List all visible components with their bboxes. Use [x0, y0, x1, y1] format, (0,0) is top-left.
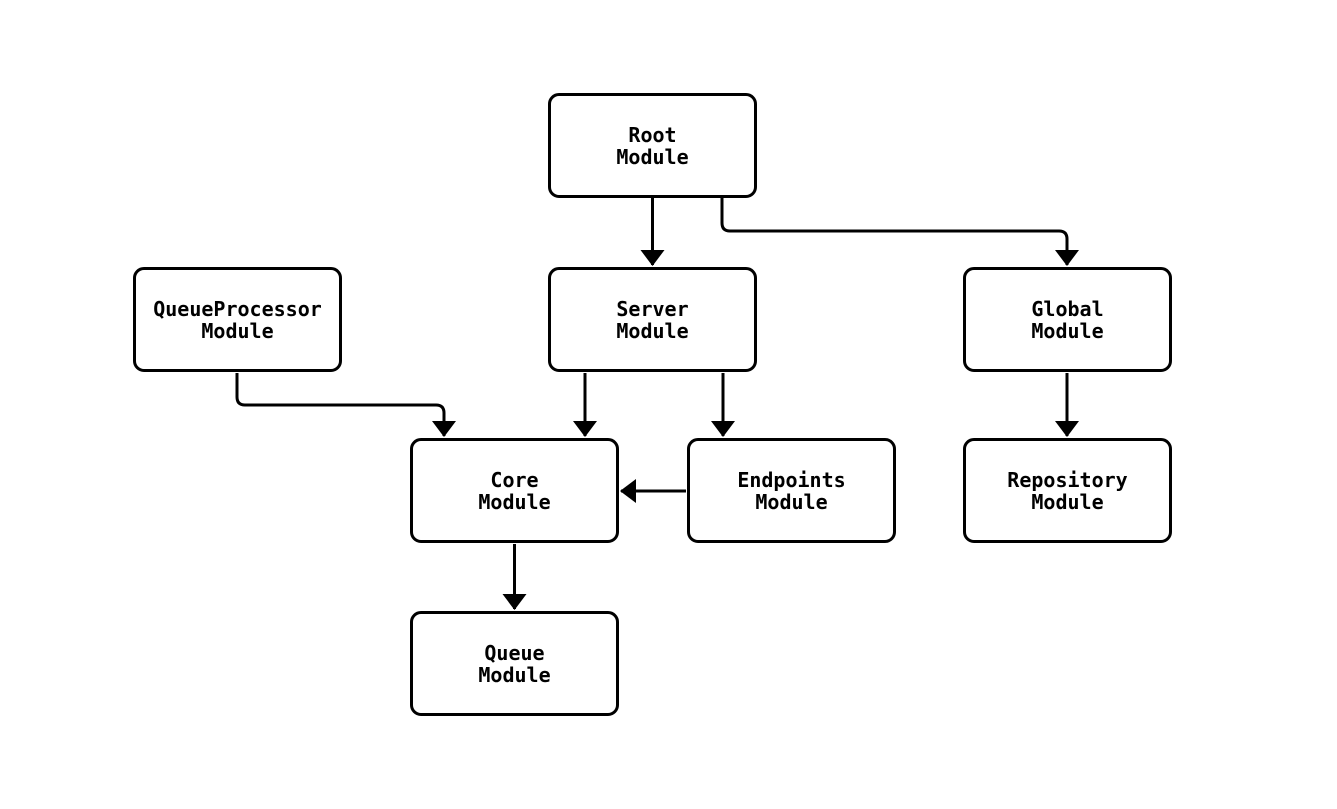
node-repository-module: Repository Module: [963, 438, 1172, 543]
node-queue-module-label: Queue Module: [478, 640, 551, 687]
node-server-module-label: Server Module: [616, 296, 689, 343]
node-root-module-label: Root Module: [616, 122, 689, 169]
node-queue-module: Queue Module: [410, 611, 619, 716]
node-queueprocessor-module-label: QueueProcessor Module: [153, 296, 322, 343]
node-global-module-label: Global Module: [1031, 296, 1104, 343]
node-endpoints-module-label: Endpoints Module: [737, 467, 846, 514]
node-core-module: Core Module: [410, 438, 619, 543]
edges: [235, 198, 1079, 610]
node-global-module: Global Module: [963, 267, 1172, 372]
edge-root-to-global: [720, 198, 1079, 266]
node-root-module: Root Module: [548, 93, 757, 198]
node-server-module: Server Module: [548, 267, 757, 372]
node-core-module-label: Core Module: [478, 467, 551, 514]
node-repository-module-label: Repository Module: [1007, 467, 1128, 514]
node-endpoints-module: Endpoints Module: [687, 438, 896, 543]
edge-queueprocessor-to-core: [235, 373, 456, 437]
node-queueprocessor-module: QueueProcessor Module: [133, 267, 342, 372]
